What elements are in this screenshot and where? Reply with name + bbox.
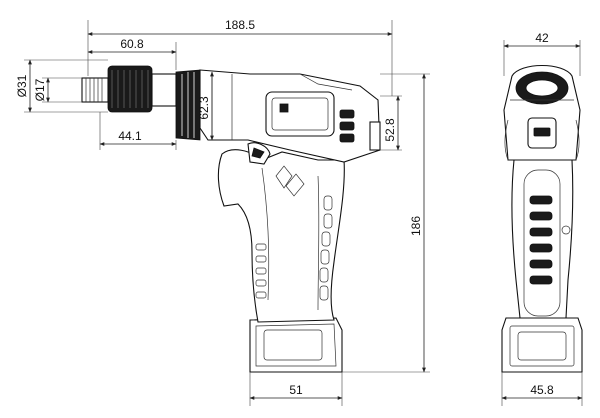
head-front bbox=[503, 65, 581, 161]
front-view: 42 45.8 bbox=[501, 31, 583, 406]
dim-chuck-diameter-inner: Ø17 bbox=[33, 78, 47, 101]
battery-pack-side bbox=[249, 317, 343, 373]
dim-total-height: 186 bbox=[409, 216, 423, 236]
battery-pack-front bbox=[501, 317, 583, 373]
dim-head-height: 62.3 bbox=[197, 96, 211, 120]
dimension-lines-side bbox=[24, 20, 430, 406]
dim-top-width-front: 42 bbox=[535, 31, 549, 45]
side-view: 188.5 60.8 44.1 Ø31 Ø17 62.3 52.8 186 51 bbox=[15, 18, 430, 406]
dim-base-width-front: 45.8 bbox=[530, 383, 554, 397]
dim-total-length: 188.5 bbox=[225, 18, 255, 32]
dim-base-width-side: 51 bbox=[289, 383, 303, 397]
motor-housing-side bbox=[199, 69, 381, 163]
handle-front bbox=[511, 159, 574, 319]
chuck-side bbox=[81, 65, 201, 141]
handle-side bbox=[217, 142, 345, 323]
dimension-lines-front bbox=[501, 40, 583, 406]
dim-chuck-diameter-outer: Ø31 bbox=[15, 74, 29, 97]
dim-chuck-length: 60.8 bbox=[120, 37, 144, 51]
dim-rear-height: 52.8 bbox=[383, 118, 397, 142]
dim-chuck-body-length: 44.1 bbox=[118, 129, 142, 143]
